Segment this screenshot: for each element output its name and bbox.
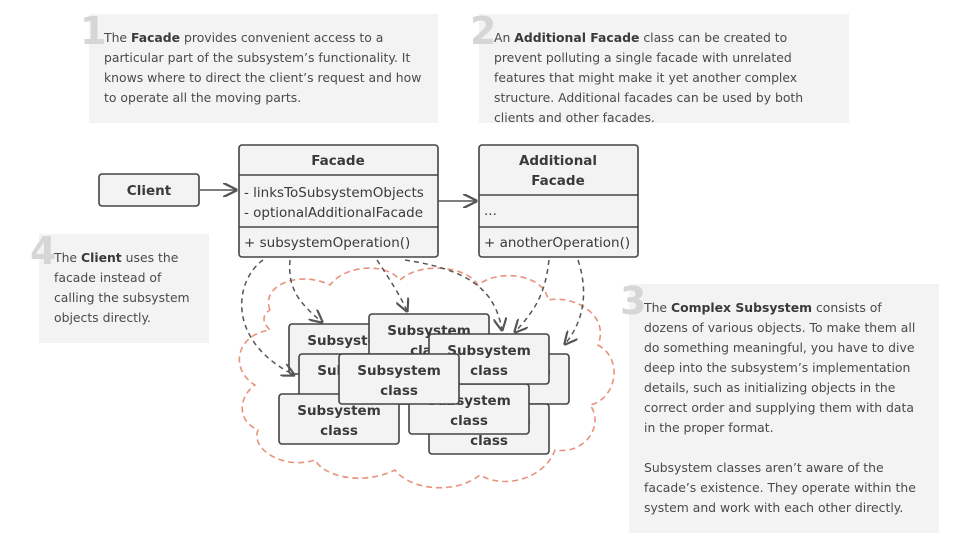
subsystem-cloud (238, 267, 615, 489)
client-box: Client (98, 173, 200, 207)
note-3: 3 The Complex Subsystem consists of doze… (620, 282, 939, 533)
facade-method: + subsystemOperation() (244, 235, 410, 251)
dependency-arrows (240, 259, 585, 375)
note-1: 1 The Facade provides convenient access … (80, 12, 438, 123)
note-number: 3 (620, 279, 647, 323)
facade-dependency-arrow (376, 259, 407, 311)
subsystem-class-label: Subsystem (297, 403, 381, 419)
facade-dependency-arrow (240, 259, 294, 375)
facade-field: - optionalAdditionalFacade (244, 205, 423, 221)
additional-facade-field: ... (484, 203, 497, 219)
additional-facade-title: Additional (519, 153, 597, 169)
subsystem-class-label: class (380, 383, 418, 399)
additional-facade-method: + anotherOperation() (484, 235, 630, 251)
facade-title: Facade (311, 153, 364, 169)
subsystem-class-label: Subsystem (447, 343, 531, 359)
note-text: The Facade provides convenient access to… (104, 30, 422, 105)
note-4: 4 The Client uses the facade instead of … (30, 232, 209, 343)
subsystem-class-label: Subsystem (357, 363, 441, 379)
note-number: 4 (30, 229, 57, 273)
subsystem-class-label: class (470, 363, 508, 379)
note-text: An Additional Facade class can be create… (494, 30, 804, 125)
note-2: 2 An Additional Facade class can be crea… (470, 12, 849, 125)
facade-dependency-arrow (404, 259, 502, 330)
subsystem-class-box: Subsystem class (338, 353, 460, 405)
note-text: The Client uses the facade instead of ca… (54, 250, 190, 325)
note-number: 1 (80, 9, 107, 53)
additional-facade-title: Facade (531, 173, 584, 189)
additional-facade-dependency-arrow (515, 259, 550, 332)
note-text: The Complex Subsystem consists of dozens… (644, 300, 916, 515)
client-label: Client (127, 183, 172, 199)
additional-facade-box: Additional Facade ... + anotherOperation… (478, 144, 639, 258)
subsystem-class-label: class (470, 433, 508, 449)
facade-box: Facade - linksToSubsystemObjects - optio… (238, 144, 439, 258)
facade-dependency-arrow (288, 259, 322, 322)
subsystem-class-label: class (450, 413, 488, 429)
subsystem-classes: SubsystemclassSubsystemclassSubsystemcla… (278, 313, 570, 455)
facade-field: - linksToSubsystemObjects (244, 185, 424, 201)
additional-facade-dependency-arrow (565, 259, 585, 344)
subsystem-class-label: class (320, 423, 358, 439)
note-number: 2 (470, 9, 497, 53)
